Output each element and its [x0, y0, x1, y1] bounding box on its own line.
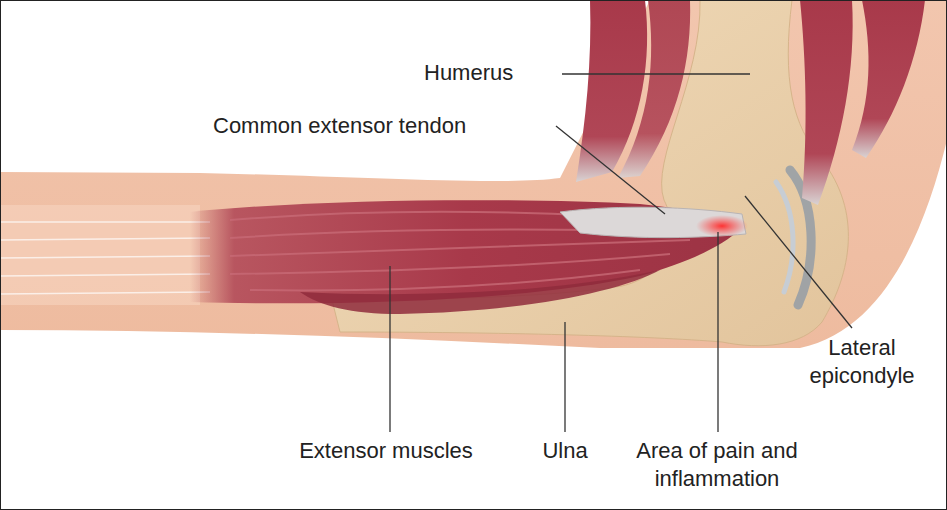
arm-skin	[0, 0, 947, 348]
part-label: Common extensor tendon	[213, 112, 553, 140]
extensor-muscle	[300, 270, 660, 314]
part-label: Lateral epicondyle	[787, 334, 937, 390]
forearm-fade	[0, 205, 200, 305]
leader-line	[717, 232, 718, 432]
part-label: Ulna	[530, 437, 600, 465]
upper-arm-muscle	[852, 0, 925, 158]
wrist-tendons	[0, 222, 210, 294]
leader-line	[556, 126, 665, 214]
part-label: Extensor muscles	[266, 437, 506, 465]
inflammation-spot	[696, 215, 748, 237]
leader-line	[389, 266, 390, 432]
upper-arm-muscle	[800, 0, 853, 205]
leader-line	[745, 196, 852, 328]
part-label: Humerus	[424, 59, 564, 87]
leader-line	[564, 322, 565, 432]
leader-line	[562, 73, 750, 74]
upper-arm-muscle	[618, 0, 690, 178]
part-label: Area of pain and inflammation	[607, 437, 827, 493]
